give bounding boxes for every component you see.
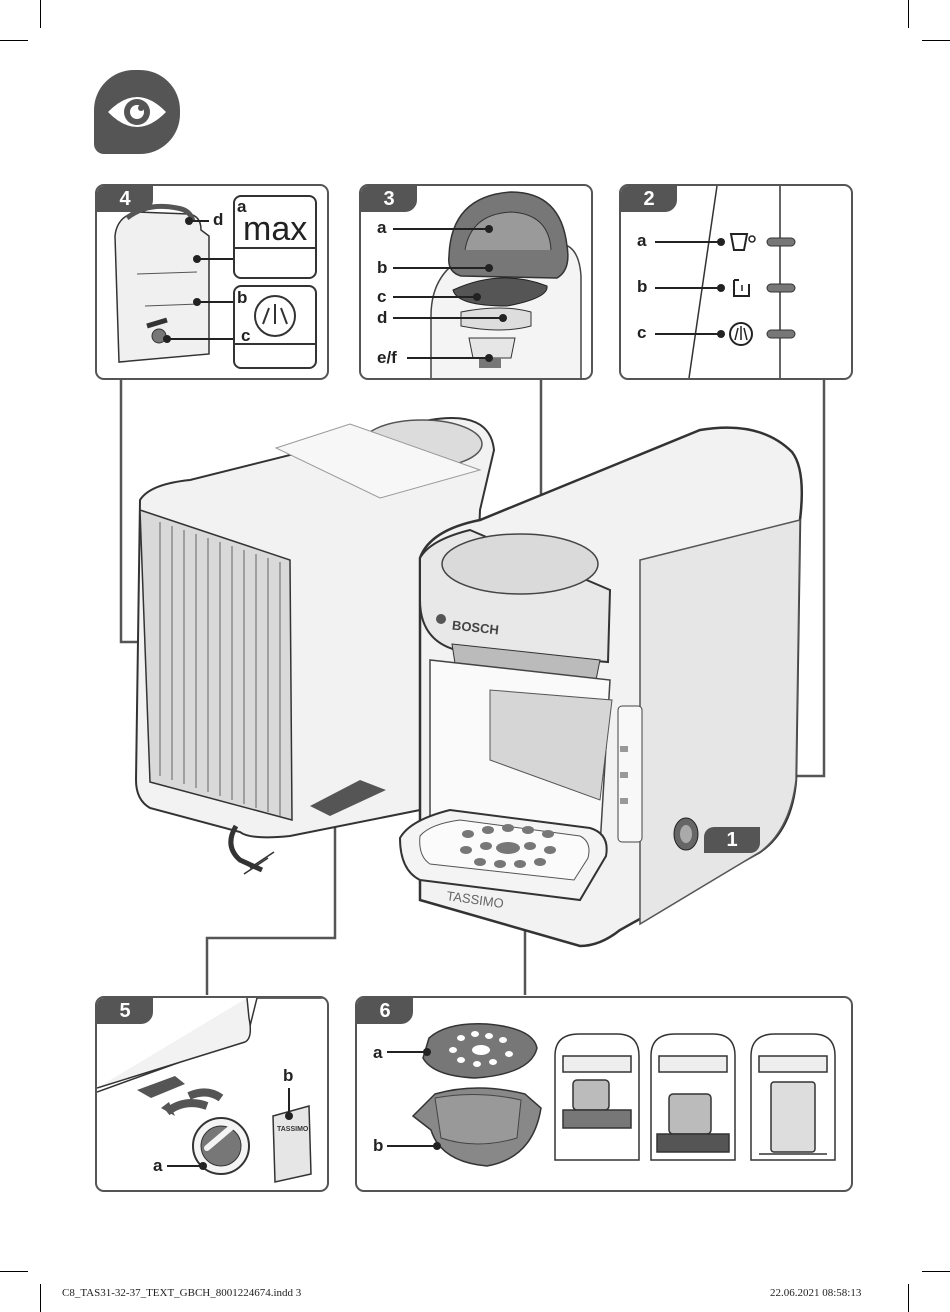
label-a: a: [237, 197, 247, 216]
label-d: d: [213, 210, 224, 229]
panel-brew-unit: 3 a b c d e/f: [359, 184, 593, 380]
max-label: max: [243, 210, 308, 248]
crop-mark: [40, 1284, 41, 1312]
crop-mark: [0, 40, 28, 41]
label-e-f: e/f: [377, 348, 397, 367]
label-b: b: [637, 277, 648, 296]
rear-grille: [139, 508, 293, 821]
label-b: b: [237, 288, 248, 307]
crop-mark: [40, 0, 41, 28]
panel-drip-tray: 6 a b: [355, 996, 853, 1192]
water-tank-icon: [733, 279, 750, 297]
service-disc-illustration: [97, 998, 327, 1183]
crop-mark: [922, 40, 950, 41]
label-d: d: [377, 308, 388, 327]
label-c: c: [637, 323, 647, 342]
label-a: a: [153, 1156, 163, 1175]
footer-file: C8_TAS31-32-37_TEXT_GBCH_8001224674.indd…: [62, 1287, 302, 1299]
label-c: c: [241, 326, 251, 345]
brew-unit-illustration: [393, 191, 582, 378]
indicator-illustration: [655, 186, 796, 378]
descale-icon: [729, 322, 753, 346]
crop-mark: [922, 1271, 950, 1272]
rear-machine: [134, 417, 496, 875]
drip-tray-illustration: [387, 1023, 836, 1167]
panel-number: 5: [97, 998, 153, 1024]
water-tank-illustration: [114, 195, 317, 369]
crop-mark: [908, 0, 909, 28]
label-b: b: [377, 258, 388, 277]
cup-icon: [729, 233, 756, 251]
label-1: 1: [704, 827, 760, 853]
label-a: a: [637, 231, 647, 250]
label-b: b: [283, 1066, 294, 1085]
label-c: c: [377, 287, 387, 306]
panel-number: 2: [621, 186, 677, 212]
panel-number: 6: [357, 998, 413, 1024]
panel-service-disc: 5 a b TASSIMO: [95, 996, 329, 1192]
crop-mark: [908, 1284, 909, 1312]
front-machine: TASSIMO: [398, 426, 804, 948]
label-a: a: [373, 1043, 383, 1062]
label-a: a: [377, 218, 387, 237]
label-b: b: [373, 1136, 384, 1155]
footer-timestamp: 22.06.2021 08:58:13: [770, 1287, 862, 1299]
crop-mark: [0, 1271, 28, 1272]
leaflet-brand: TASSIMO: [277, 1126, 309, 1133]
panel-water-tank: 4 d a b c max: [95, 184, 329, 380]
panel-number: 3: [361, 186, 417, 212]
panel-indicators: 2 a b c: [619, 184, 853, 380]
eye-badge: [94, 70, 180, 154]
eye-icon: [108, 97, 166, 127]
